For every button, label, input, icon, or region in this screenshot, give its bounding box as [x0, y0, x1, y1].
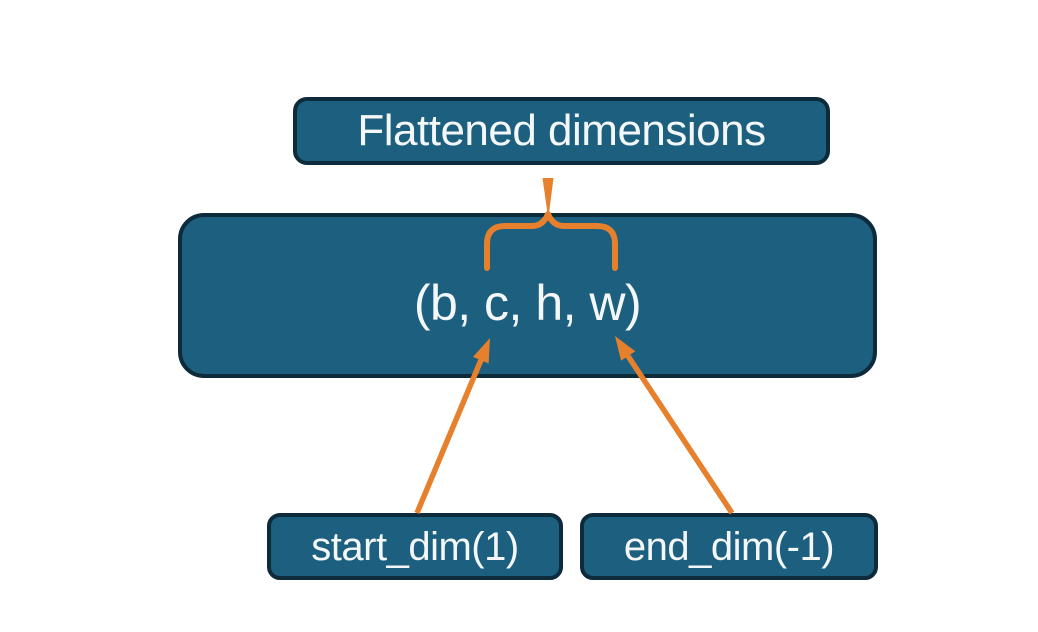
tensor-shape-box: (b, c, h, w) [178, 213, 877, 378]
start-dim-box: start_dim(1) [267, 513, 563, 580]
tensor-shape-label: (b, c, h, w) [413, 274, 642, 331]
flattened-dimensions-label: Flattened dimensions [357, 106, 766, 155]
start-dim-label: start_dim(1) [311, 524, 519, 569]
end-dim-box: end_dim(-1) [580, 513, 878, 580]
end-dim-label: end_dim(-1) [623, 524, 835, 569]
flattened-dimensions-box: Flattened dimensions [293, 97, 830, 165]
